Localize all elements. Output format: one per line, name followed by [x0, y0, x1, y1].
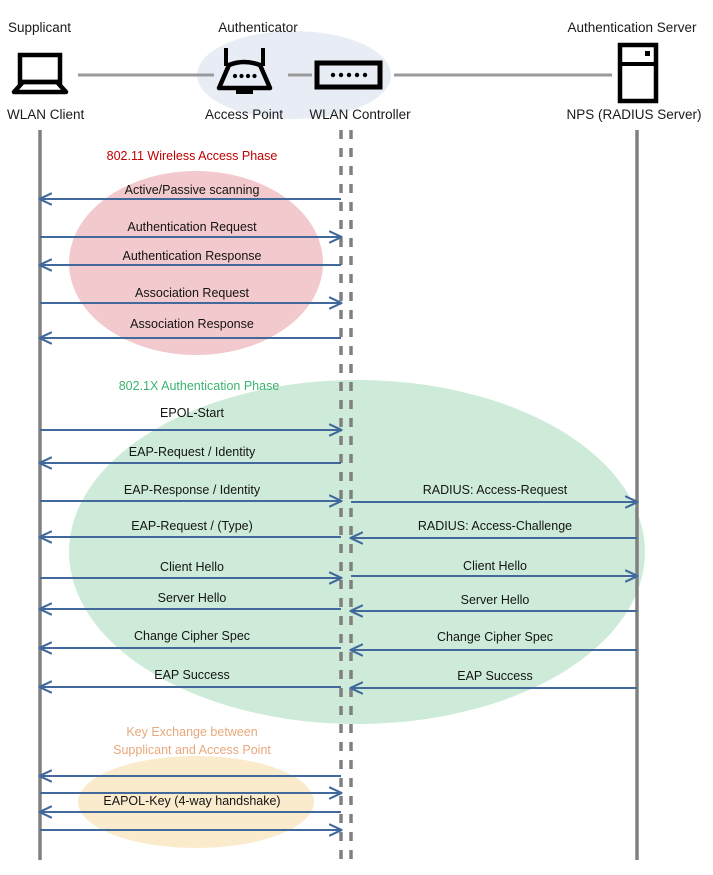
message-label: Association Response	[130, 317, 254, 331]
message-label: Client Hello	[160, 560, 224, 574]
message-label: Change Cipher Spec	[436, 630, 554, 644]
actor-device-nps-radius-server: NPS (RADIUS Server)	[566, 107, 702, 122]
actor-role-authentication-server: Authentication Server	[567, 20, 697, 35]
phase-title-80211: 802.11 Wireless Access Phase	[106, 149, 278, 163]
message-label: Association Request	[135, 286, 249, 300]
message-label: Authentication Response	[122, 249, 262, 263]
actor-role-authenticator: Authenticator	[218, 20, 298, 35]
phase-80211-ellipse	[69, 171, 323, 355]
message-label: Server Hello	[460, 593, 530, 607]
actor-device-wlan-controller: WLAN Controller	[309, 107, 411, 122]
message-label: EPOL-Start	[160, 406, 224, 420]
phase-title-key-exchange-line1: Key Exchange between	[126, 725, 258, 739]
phase-8021x-ellipse	[69, 380, 645, 724]
message-label: Client Hello	[463, 559, 527, 573]
phase-title-8021x: 802.1X Authentication Phase	[118, 379, 280, 393]
message-label: EAP-Response / Identity	[123, 483, 261, 497]
wireless-router-icon	[216, 48, 273, 94]
actor-device-access-point: Access Point	[204, 107, 284, 122]
phase-key-exchange-ellipse	[78, 756, 314, 848]
message-label: Change Cipher Spec	[133, 629, 251, 643]
message-label: RADIUS: Access-Challenge	[417, 519, 573, 533]
message-arrows-left	[40, 199, 341, 830]
phase-title-key-exchange-line2: Supplicant and Access Point	[113, 743, 271, 758]
message-label: Active/Passive scanning	[124, 183, 260, 197]
message-label: EAPOL-Key (4-way handshake)	[103, 794, 281, 808]
message-label: EAP-Request / (Type)	[131, 519, 253, 533]
message-label: Server Hello	[157, 591, 227, 605]
message-label: RADIUS: Access-Request	[422, 483, 568, 497]
message-label: EAP-Request / Identity	[128, 445, 256, 459]
actor-device-wlan-client: WLAN Client	[7, 107, 85, 122]
message-arrows-right	[351, 502, 637, 688]
actor-role-supplicant: Supplicant	[8, 20, 72, 35]
message-label: EAP Success	[154, 668, 230, 682]
laptop-icon	[11, 52, 69, 95]
phase-title-key-exchange: Key Exchange between Supplicant and Acce…	[77, 723, 307, 759]
message-label: EAP Success	[457, 669, 533, 683]
message-label: Authentication Request	[127, 220, 257, 234]
server-rack-icon	[617, 42, 659, 104]
network-switch-icon	[314, 60, 383, 90]
